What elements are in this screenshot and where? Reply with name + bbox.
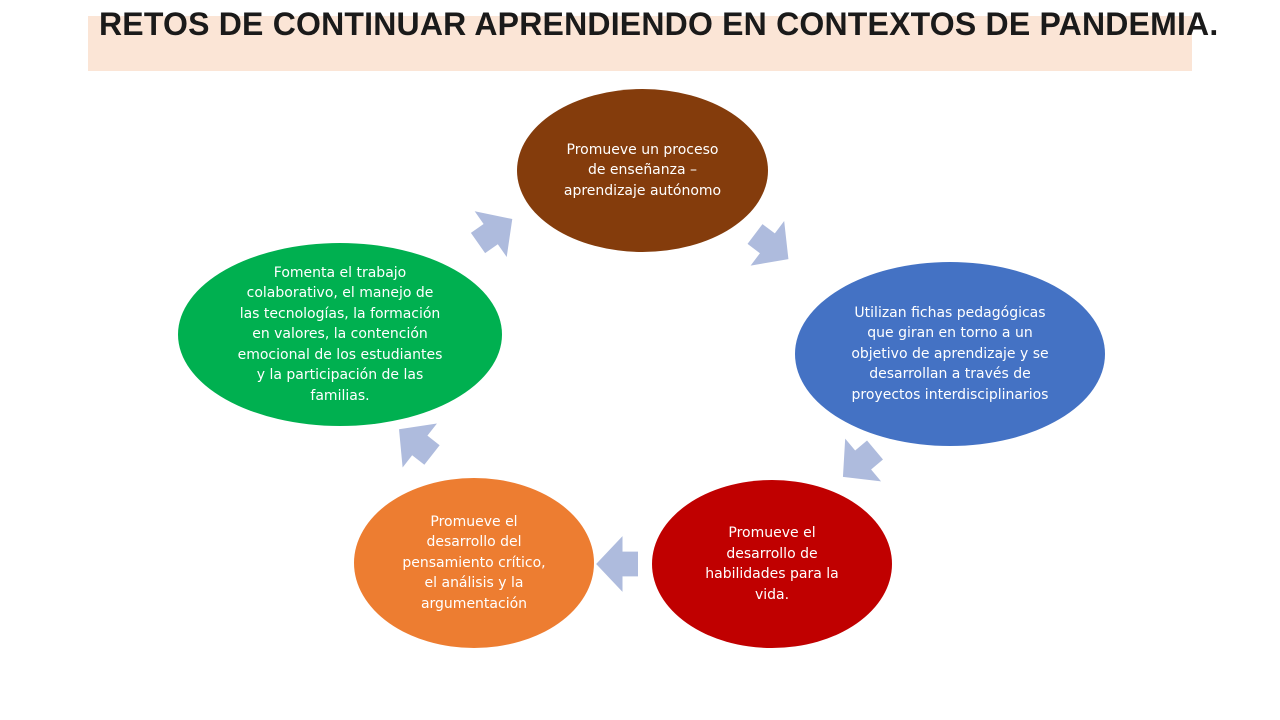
cycle-node-critical-thinking-text: Promueve el desarrollo del pensamiento c… [402,513,546,612]
cycle-node-collaborative-work: Fomenta el trabajo colaborativo, el mane… [178,243,502,426]
slide-title: RETOS DE CONTINUAR APRENDIENDO EN CONTEX… [99,6,1219,42]
cycle-node-autonomous-learning: Promueve un proceso de enseñanza – apren… [517,89,768,252]
arrow-icon [596,536,638,592]
cycle-node-pedagogical-sheets-text: Utilizan fichas pedagógicas que giran en… [851,304,1049,403]
arrow-icon [747,221,789,266]
arrow-icon [399,423,440,468]
cycle-node-life-skills-text: Promueve el desarrollo de habilidades pa… [705,525,839,603]
arrow-icon [470,211,513,257]
title-band [88,16,1192,71]
cycle-node-critical-thinking: Promueve el desarrollo del pensamiento c… [354,478,594,648]
cycle-node-autonomous-learning-text: Promueve un proceso de enseñanza – apren… [563,141,722,199]
cycle-node-collaborative-work-text: Fomenta el trabajo colaborativo, el mane… [237,264,443,404]
cycle-node-pedagogical-sheets: Utilizan fichas pedagógicas que giran en… [795,262,1105,446]
arrow-icon [842,438,883,482]
cycle-node-life-skills: Promueve el desarrollo de habilidades pa… [652,480,892,648]
